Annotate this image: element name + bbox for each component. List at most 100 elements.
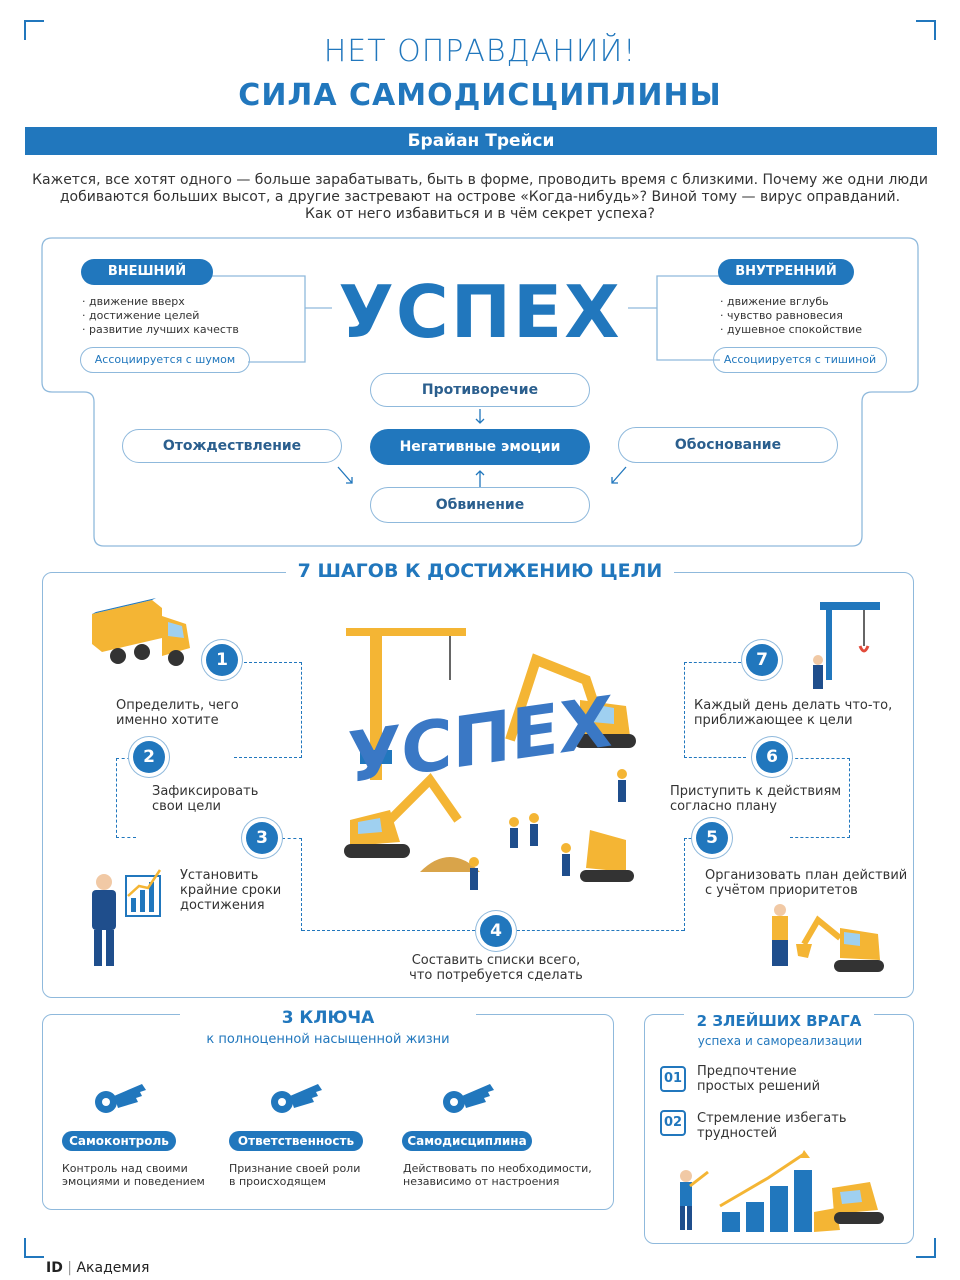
step-3-number: 3 bbox=[246, 822, 278, 854]
list-item: движение вглубь bbox=[720, 295, 920, 309]
key-label-selfcontrol: Самоконтроль bbox=[62, 1131, 176, 1151]
keys-subtitle: к полноценной насыщенной жизни bbox=[206, 1032, 450, 1047]
success-frame bbox=[41, 237, 919, 547]
key-desc: Признание своей роли в происходящем bbox=[229, 1162, 389, 1188]
enemy-1-text: Предпочтение простых решений bbox=[697, 1064, 897, 1094]
intro-line: добиваются больших высот, а другие застр… bbox=[59, 189, 901, 205]
step-line: Определить, чего bbox=[116, 698, 239, 713]
keys-title: 3 КЛЮЧА bbox=[180, 1008, 476, 1028]
businessman-chart-illustration bbox=[92, 869, 162, 966]
step-6-text: Приступить к действиям согласно плану bbox=[670, 784, 850, 814]
success-word: УСПЕХ bbox=[338, 270, 622, 354]
enemies-title: 2 ЗЛЕЙШИХ ВРАГА bbox=[684, 1012, 874, 1030]
growth-chart-illustration bbox=[680, 1150, 884, 1232]
step-7-number: 7 bbox=[746, 644, 778, 676]
center-construction-illustration: УСПЕХ bbox=[344, 628, 636, 890]
internal-assoc: Ассоциируется с тишиной bbox=[713, 347, 887, 373]
enemy-2-text: Стремление избегать трудностей bbox=[697, 1111, 897, 1141]
excuse-blame: Обвинение bbox=[370, 487, 590, 523]
step-line: Составить списки всего, bbox=[411, 953, 581, 968]
key-desc-line: эмоциями и поведением bbox=[62, 1175, 205, 1188]
list-item: чувство равновесия bbox=[720, 309, 920, 323]
logo-text: Академия bbox=[76, 1260, 150, 1276]
step-1-number: 1 bbox=[206, 644, 238, 676]
connector bbox=[116, 758, 136, 838]
excuse-arrows bbox=[337, 409, 627, 487]
intro-text: Кажется, все хотят одного — больше зараб… bbox=[30, 172, 930, 223]
step-line: согласно плану bbox=[670, 799, 777, 814]
key-desc: Контроль над своими эмоциями и поведение… bbox=[62, 1162, 222, 1188]
step-5-text: Организовать план действий с учётом прио… bbox=[705, 868, 915, 898]
step-4-text: Составить списки всего, что потребуется … bbox=[380, 953, 612, 983]
internal-badge: ВНУТРЕННИЙ bbox=[718, 259, 854, 285]
step-5-number: 5 bbox=[696, 822, 728, 854]
step-4-number: 4 bbox=[480, 915, 512, 947]
title-line1: НЕТ ОПРАВДАНИЙ! bbox=[323, 34, 637, 69]
step-line: Зафиксировать bbox=[152, 784, 259, 799]
logo-mark: ID bbox=[46, 1260, 63, 1276]
connector bbox=[234, 662, 302, 758]
key-label-selfdiscipline: Самодисциплина bbox=[402, 1131, 532, 1151]
excuse-justification: Обоснование bbox=[618, 427, 838, 463]
center-success-word: УСПЕХ bbox=[347, 681, 613, 800]
key-desc-line: Контроль над своими bbox=[62, 1162, 188, 1175]
crop-mark bbox=[24, 20, 44, 40]
enemy-1-number: 01 bbox=[660, 1066, 686, 1092]
key-label-responsibility: Ответственность bbox=[229, 1131, 363, 1151]
key-desc-line: в происходящем bbox=[229, 1175, 326, 1188]
step-line: с учётом приоритетов bbox=[705, 883, 858, 898]
step-line: Приступить к действиям bbox=[670, 784, 842, 799]
step-7-text: Каждый день делать что-то, приближающее … bbox=[694, 698, 904, 728]
external-assoc: Ассоциируется с шумом bbox=[80, 347, 250, 373]
footer-logo: ID | Академия bbox=[46, 1260, 149, 1276]
step-line: Каждый день делать что-то, bbox=[694, 698, 893, 713]
excuse-contradiction: Противоречие bbox=[370, 373, 590, 407]
title-line2: СИЛА САМОДИСЦИПЛИНЫ bbox=[238, 78, 722, 113]
step-line: Организовать план действий bbox=[705, 868, 908, 883]
key-desc: Действовать по необходимости, независимо… bbox=[403, 1162, 613, 1188]
key-icon bbox=[443, 1084, 494, 1113]
crop-mark bbox=[24, 1238, 44, 1258]
connector bbox=[684, 662, 746, 758]
list-item: душевное спокойствие bbox=[720, 323, 920, 337]
key-desc-line: Признание своей роли bbox=[229, 1162, 361, 1175]
step-2-text: Зафиксировать свои цели bbox=[152, 784, 302, 814]
connector bbox=[684, 838, 696, 931]
excavator-illustration bbox=[772, 904, 884, 972]
dump-truck-illustration bbox=[92, 598, 190, 666]
external-list: движение вверх достижение целей развитие… bbox=[82, 295, 302, 337]
logo-separator: | bbox=[67, 1260, 73, 1276]
step-line: крайние сроки bbox=[180, 883, 282, 898]
intro-line: Кажется, все хотят одного — больше зараб… bbox=[32, 172, 928, 188]
internal-list: движение вглубь чувство равновесия душев… bbox=[720, 295, 920, 337]
list-item: развитие лучших качеств bbox=[82, 323, 302, 337]
step-line: Установить bbox=[180, 868, 259, 883]
step-1-text: Определить, чего именно хотите bbox=[116, 698, 296, 728]
enemies-subtitle: успеха и самореализации bbox=[697, 1034, 863, 1048]
step-line: достижения bbox=[180, 898, 265, 913]
step-line: свои цели bbox=[152, 799, 221, 814]
step-6-number: 6 bbox=[756, 741, 788, 773]
external-badge: ВНЕШНИЙ bbox=[81, 259, 213, 285]
connector bbox=[790, 758, 850, 838]
connector bbox=[282, 838, 302, 931]
crop-mark bbox=[916, 20, 936, 40]
key-icon bbox=[95, 1084, 146, 1113]
enemy-line: простых решений bbox=[697, 1079, 821, 1094]
steps-title: 7 ШАГОВ К ДОСТИЖЕНИЮ ЦЕЛИ bbox=[286, 560, 674, 582]
enemy-line: трудностей bbox=[697, 1126, 778, 1141]
connector bbox=[512, 930, 684, 931]
key-desc-line: независимо от настроения bbox=[403, 1175, 560, 1188]
step-line: что потребуется сделать bbox=[409, 968, 583, 983]
excuse-negative-emotions: Негативные эмоции bbox=[370, 429, 590, 465]
enemy-line: Предпочтение bbox=[697, 1064, 797, 1079]
key-icon bbox=[271, 1084, 322, 1113]
enemy-line: Стремление избегать bbox=[697, 1111, 847, 1126]
connector bbox=[302, 930, 480, 931]
step-line: приближающее к цели bbox=[694, 713, 853, 728]
list-item: достижение целей bbox=[82, 309, 302, 323]
intro-line: Как от него избавиться и в чём секрет ус… bbox=[305, 206, 655, 222]
step-line: именно хотите bbox=[116, 713, 219, 728]
crop-mark bbox=[916, 1238, 936, 1258]
step-2-number: 2 bbox=[133, 741, 165, 773]
